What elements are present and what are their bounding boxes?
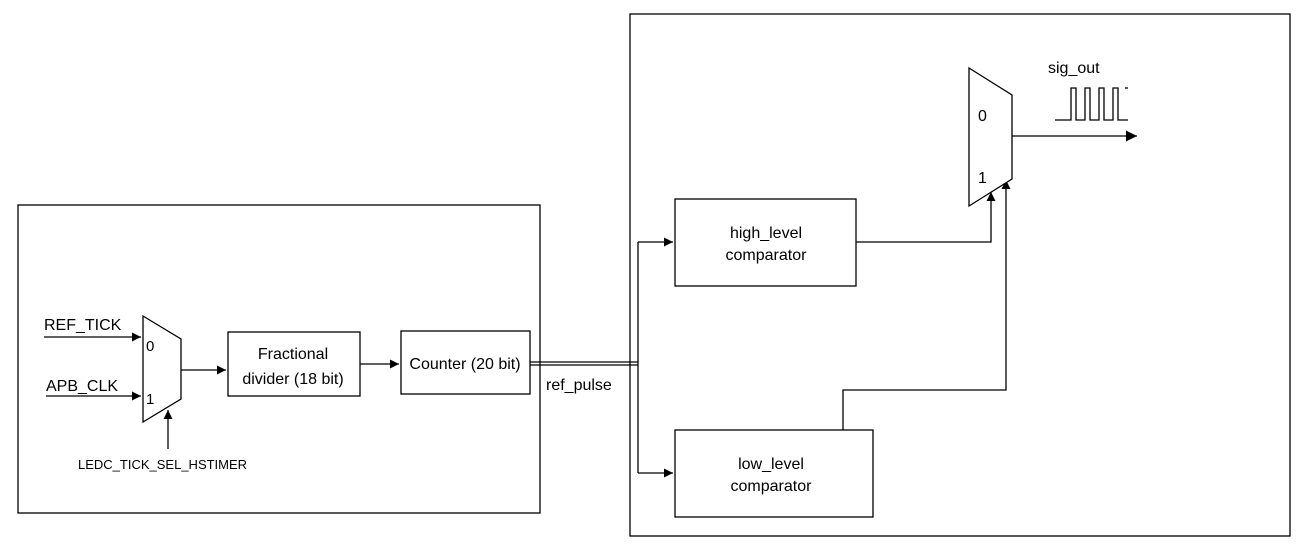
sig-out-label: sig_out xyxy=(1048,60,1100,77)
output-mux xyxy=(968,66,1013,208)
low-comparator-to-mux-wire xyxy=(842,180,1011,430)
high-comparator-to-mux-wire xyxy=(856,192,996,243)
ref-pulse-link: ref_pulse xyxy=(530,361,638,394)
low-comparator-label-line2: comparator xyxy=(731,478,813,495)
high-level-comparator-box xyxy=(674,198,857,287)
output-mux-input-0: 0 xyxy=(978,108,987,125)
output-mux-input-1: 1 xyxy=(978,170,987,187)
channel-block-frame xyxy=(629,13,1291,537)
divider-label-line2: divider (18 bit) xyxy=(242,371,343,388)
ref-pulse-label: ref_pulse xyxy=(546,377,612,394)
clock-mux-input-1: 1 xyxy=(146,391,154,408)
counter-box xyxy=(400,330,531,395)
channel-block: high_level comparator low_level comparat… xyxy=(629,13,1291,537)
low-level-comparator-box xyxy=(674,429,874,518)
apb-clk-label: APB_CLK xyxy=(46,378,118,395)
counter-label: Counter (20 bit) xyxy=(409,356,520,373)
clock-select-mux xyxy=(142,314,182,424)
divider-label-line1: Fractional xyxy=(258,346,328,363)
fractional-divider-box xyxy=(227,331,361,397)
timer-block: REF_TICK APB_CLK 0 1 LEDC_TICK_SEL_HSTIM… xyxy=(17,204,541,514)
high-comparator-label-line2: comparator xyxy=(726,247,808,264)
high-comparator-label-line1: high_level xyxy=(730,225,802,242)
clock-select-label: LEDC_TICK_SEL_HSTIMER xyxy=(78,457,247,472)
pwm-waveform-icon xyxy=(1055,87,1128,121)
clock-mux-input-0: 0 xyxy=(146,338,154,355)
low-comparator-label-line1: low_level xyxy=(738,456,804,473)
ref-tick-label: REF_TICK xyxy=(44,317,122,334)
timer-block-frame xyxy=(17,204,541,514)
